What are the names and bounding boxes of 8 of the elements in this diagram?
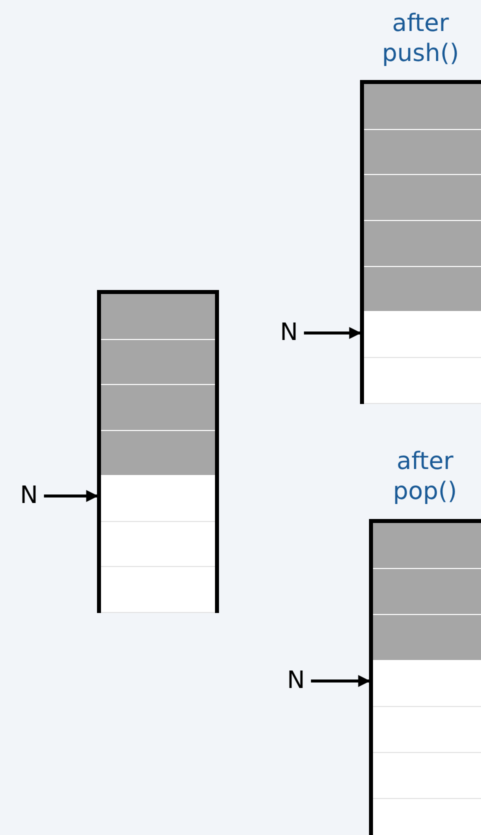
array-heading: after pop()	[392, 446, 458, 507]
pointer-label: N	[280, 318, 298, 346]
arrow	[44, 490, 98, 502]
array-heading: after push()	[381, 8, 460, 69]
pointer-label: N	[287, 666, 305, 694]
pointer-label: N	[20, 481, 38, 509]
arrow	[310, 675, 370, 687]
arrow	[304, 327, 362, 339]
